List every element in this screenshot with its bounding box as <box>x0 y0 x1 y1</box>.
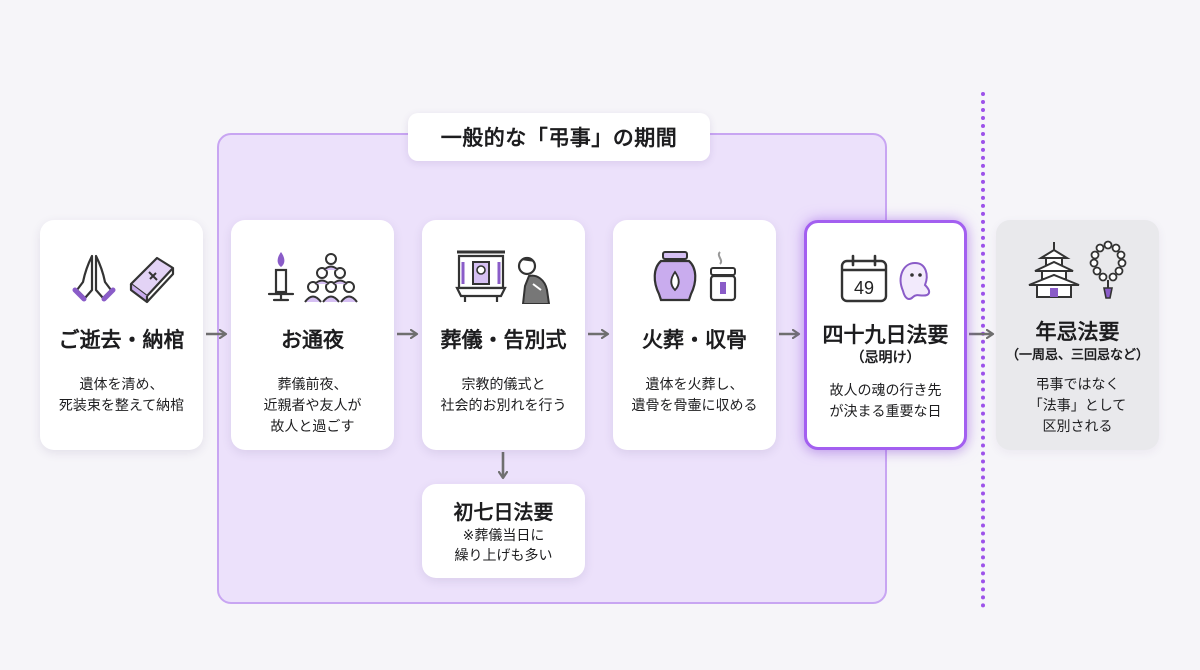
altar-icon <box>454 250 507 302</box>
svg-text:49: 49 <box>853 278 873 298</box>
candle-icon <box>267 252 294 302</box>
step-card-memorial-services: 年忌法要 （一周忌、三回忌など） 弔事ではなく 「法事」として 区別される <box>996 220 1159 450</box>
step-description: 弔事ではなく 「法事」として 区別される <box>1028 377 1127 435</box>
step-card-funeral: 葬儀・告別式 宗教的儀式と 社会的お別れを行う <box>422 220 585 450</box>
pagoda-icon <box>1028 242 1079 298</box>
incense-icon <box>709 251 736 302</box>
step-title: 四十九日法要 <box>822 323 949 347</box>
step-description: 遺体を火葬し、 遺骨を骨壷に収める <box>631 377 758 414</box>
mourners-icon <box>303 253 358 303</box>
step-title: お通夜 <box>281 328 344 352</box>
step-card-death-encoffining: ご逝去・納棺 遺体を清め、 死装束を整えて納棺 <box>40 220 203 450</box>
step-description: 宗教的儀式と 社会的お別れを行う <box>440 377 567 414</box>
step-title: ご逝去・納棺 <box>58 328 185 352</box>
step-description: 葬儀前夜、 近親者や友人が 故人と過ごす <box>263 377 362 435</box>
step-description: 故人の魂の行き先 が決まる重要な日 <box>829 383 942 420</box>
step-description: 遺体を清め、 死装束を整えて納棺 <box>58 377 185 414</box>
step-title: 火葬・収骨 <box>642 328 747 352</box>
spirit-icon <box>899 261 930 300</box>
period-divider-line <box>981 92 985 608</box>
calendar-49-icon: 49 <box>840 254 887 303</box>
branch-title: 初七日法要 <box>453 500 554 524</box>
branch-card-7th-day: 初七日法要 ※葬儀当日に 繰り上げも多い <box>422 484 585 578</box>
step-subtitle: （一周忌、三回忌など） <box>1005 348 1149 363</box>
coffin-icon <box>129 256 174 304</box>
step-subtitle: （忌明け） <box>850 350 921 366</box>
prayer-beads-icon <box>1089 240 1126 299</box>
bowing-person-icon <box>517 256 550 304</box>
step-card-wake: お通夜 葬儀前夜、 近親者や友人が 故人と過ごす <box>231 220 394 450</box>
step-card-49th-day: 49 四十九日法要 （忌明け） 故人の魂の行き先 が決まる重要な日 <box>804 220 967 450</box>
mourning-period-label: 一般的な「弔事」の期間 <box>408 113 710 161</box>
step-card-cremation: 火葬・収骨 遺体を火葬し、 遺骨を骨壷に収める <box>613 220 776 450</box>
praying-hands-icon <box>72 254 115 302</box>
cremation-urn-icon <box>653 251 696 302</box>
step-title: 年忌法要 <box>1035 320 1120 344</box>
branch-description: ※葬儀当日に 繰り上げも多い <box>454 528 553 564</box>
step-title: 葬儀・告別式 <box>440 328 567 352</box>
